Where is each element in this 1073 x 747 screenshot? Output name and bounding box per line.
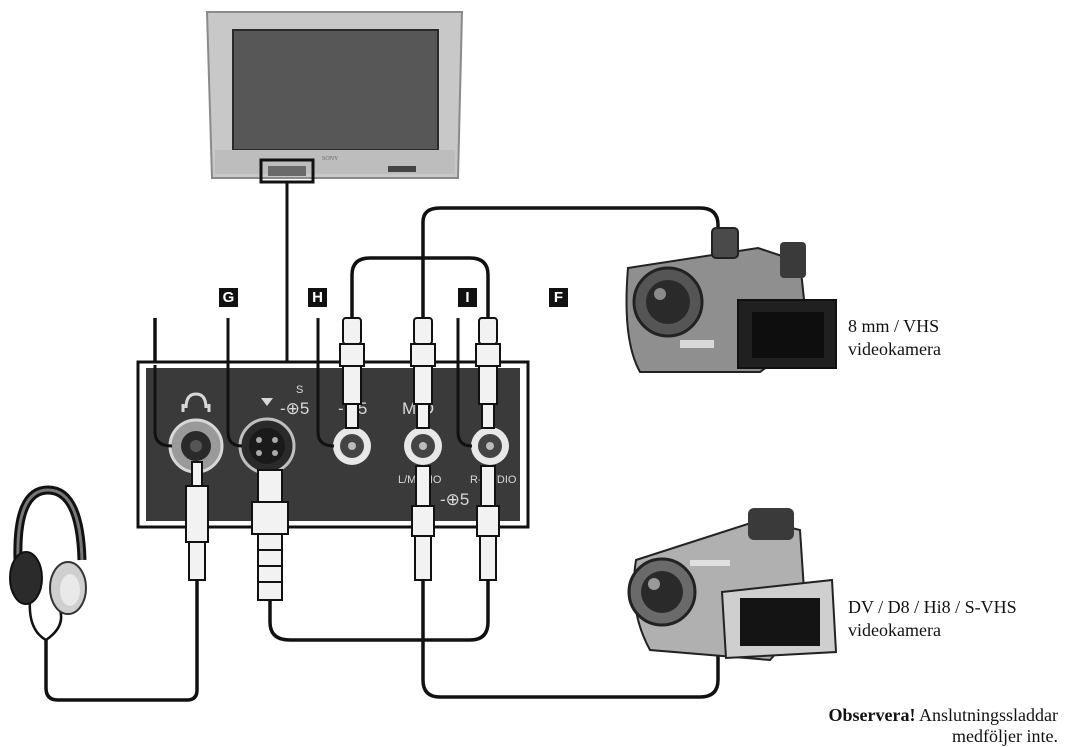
marker-f: F [549, 288, 568, 307]
camera2-caption: DV / D8 / Hi8 / S-VHS videokamera [848, 596, 1017, 642]
camera1-line1: 8 mm / VHS [848, 316, 940, 336]
input-left-label: -⊕5 [280, 399, 309, 418]
lower-camcorder [627, 508, 838, 662]
audio-right-jack [471, 427, 509, 465]
camera1-line2: videokamera [848, 339, 941, 359]
lower-plug-right [476, 465, 500, 581]
video-jack [333, 427, 371, 465]
headphone-symbol-icon [181, 392, 211, 412]
s-video-plug [251, 469, 289, 601]
note-rest: Anslutningssladdar [915, 705, 1058, 725]
camera2-line1: DV / D8 / Hi8 / S-VHS [848, 597, 1017, 617]
upper-plug-h [339, 317, 365, 429]
marker-i: I [458, 288, 477, 307]
audio-left-jack [404, 427, 442, 465]
note-bold: Observera! [828, 705, 916, 725]
headphone-plug [185, 461, 209, 581]
marker-g: G [219, 288, 238, 307]
camera1-caption: 8 mm / VHS videokamera [848, 315, 941, 361]
lower-plug-mid [411, 465, 435, 581]
upper-camcorder [625, 227, 837, 373]
marker-h: H [308, 288, 327, 307]
s-mark-label: S [296, 384, 303, 396]
note-line1: Observera! Anslutningssladdar [829, 705, 1058, 726]
lower-plugs [185, 461, 500, 601]
television: SONY [205, 11, 464, 184]
upper-plug-i [475, 317, 501, 429]
camera2-line2: videokamera [848, 620, 941, 640]
cables [28, 206, 720, 702]
note: Observera! Anslutningssladdar medföljer … [829, 705, 1058, 747]
upper-plugs [339, 317, 501, 429]
svg-text:SONY: SONY [322, 156, 339, 162]
headphones [9, 485, 87, 615]
upper-plug-mid [410, 317, 436, 429]
bottom-mark-label: -⊕5 [440, 490, 469, 509]
down-arrow-icon [261, 398, 273, 406]
note-line2: medföljer inte. [952, 726, 1058, 746]
